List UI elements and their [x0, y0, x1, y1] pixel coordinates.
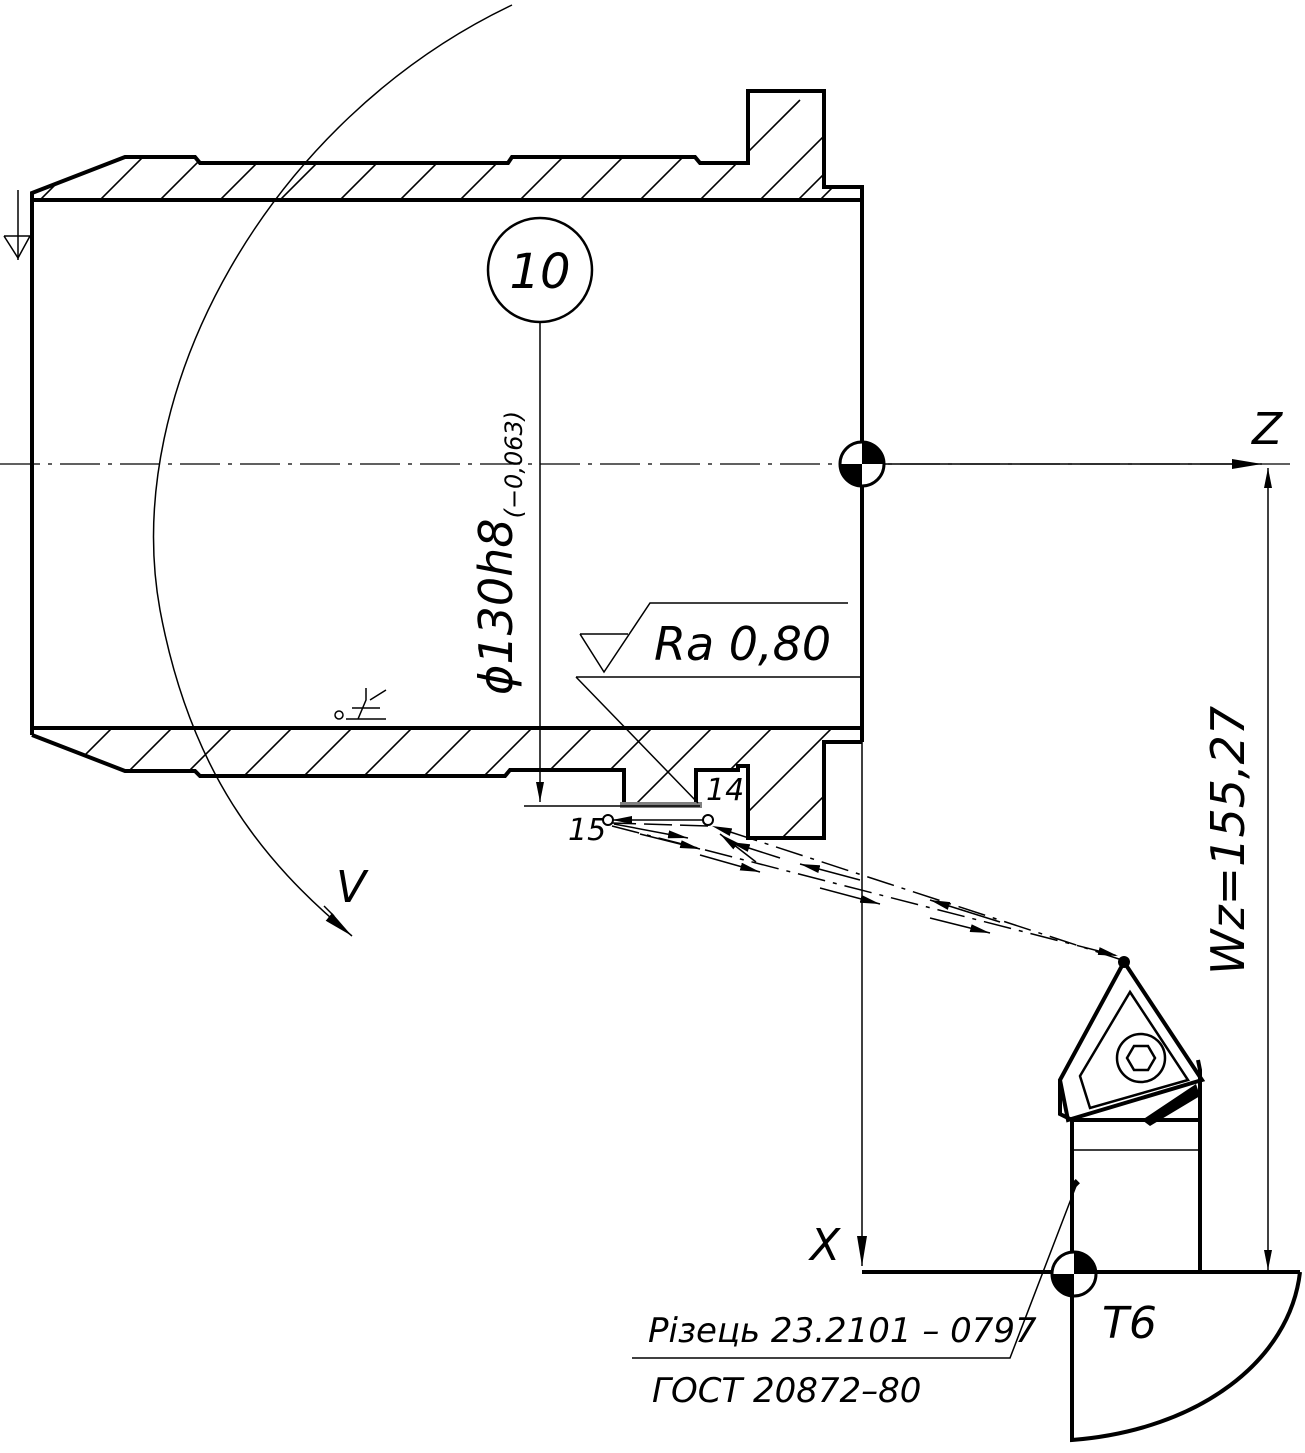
- diameter-main: ϕ130h8: [469, 518, 523, 695]
- rotation-arc: [152, 4, 513, 937]
- tool-name: Різець 23.2101 – 0797: [648, 1311, 1037, 1351]
- tool-position-label: T6: [1102, 1298, 1157, 1349]
- tool-reference-symbol: [1050, 1250, 1098, 1298]
- x-axis-label: X: [808, 1220, 841, 1271]
- approach-arrow-2: [799, 863, 861, 881]
- approach-arrow-4: [719, 833, 757, 863]
- tool-callout: Різець 23.2101 – 0797 ГОСТ 20872–80: [632, 1179, 1080, 1411]
- roughness-symbol: Ra 0,80: [575, 602, 860, 804]
- diameter-label: ϕ130h8(−0,063): [469, 411, 528, 695]
- approach-path: [711, 825, 1123, 961]
- speed-label: V: [336, 862, 369, 913]
- return-arrow-4: [929, 917, 991, 934]
- point-15-label: 15: [568, 813, 606, 848]
- point-14: [702, 814, 714, 826]
- tool-standard: ГОСТ 20872–80: [652, 1371, 921, 1411]
- base-mark: [334, 688, 387, 720]
- point-15: [602, 814, 614, 826]
- tool-path: [611, 822, 1123, 961]
- return-arrow-1: [639, 833, 701, 850]
- return-arrow-2: [699, 854, 761, 873]
- operation-number: 10: [509, 244, 570, 300]
- part-zero-symbol: [838, 440, 886, 488]
- svg-text:ϕ130h8(−0,063): ϕ130h8(−0,063): [469, 411, 528, 695]
- approach-path-end: [611, 822, 709, 827]
- cutting-insert: [1057, 956, 1206, 1126]
- roughness-value: Ra 0,80: [654, 617, 831, 671]
- approach-arrow-3: [729, 841, 781, 859]
- approach-arrow-1: [929, 899, 1001, 923]
- point-14-label: 14: [706, 773, 744, 808]
- edge-mark: [3, 190, 31, 260]
- wz-value: Wz=155,27: [1201, 706, 1255, 975]
- roughness-leader: [575, 676, 699, 804]
- return-arrow-3: [819, 887, 881, 905]
- z-axis-label: Z: [1251, 404, 1283, 455]
- wz-dimension: Wz=155,27: [1201, 468, 1272, 1270]
- operation-badge: 10: [486, 216, 594, 324]
- move-15-out: [613, 823, 689, 839]
- rotation-arc-tick: [323, 905, 335, 917]
- outer-contour-top: [30, 89, 864, 200]
- diameter-tolerance: (−0,063): [500, 411, 528, 519]
